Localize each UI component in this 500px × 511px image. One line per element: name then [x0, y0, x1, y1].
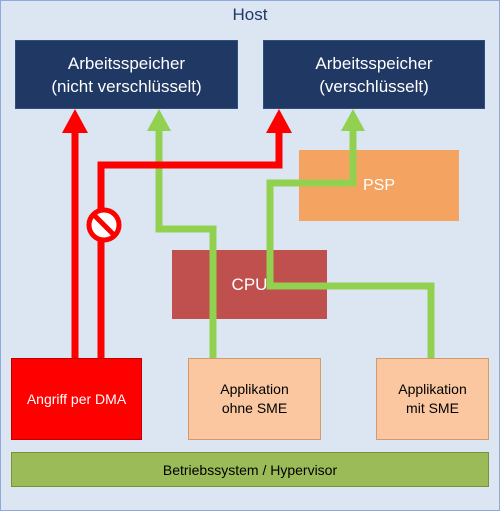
app-with-sme-box: Applikation mit SME	[376, 358, 489, 440]
green-path-app-with-sme	[266, 129, 435, 358]
blocked-icon	[86, 207, 122, 243]
dma-attack-box: Angriff per DMA	[11, 358, 142, 440]
memory-unencrypted-box: Arbeitsspeicher (nicht verschlüsselt)	[15, 40, 238, 109]
memory-encrypted-box: Arbeitsspeicher (verschlüsselt)	[263, 40, 485, 109]
arrow-up-icon	[147, 109, 171, 131]
arrow-up-icon	[341, 109, 365, 131]
red-path-dma-encrypted	[97, 131, 283, 359]
arrow-up-icon	[266, 109, 292, 133]
app-without-sme-box: Applikation ohne SME	[188, 358, 321, 440]
host-title: Host	[232, 5, 268, 24]
arrow-up-icon	[62, 109, 88, 133]
green-path-app-without-sme	[155, 129, 217, 358]
os-hypervisor-bar: Betriebssystem / Hypervisor	[11, 452, 489, 487]
